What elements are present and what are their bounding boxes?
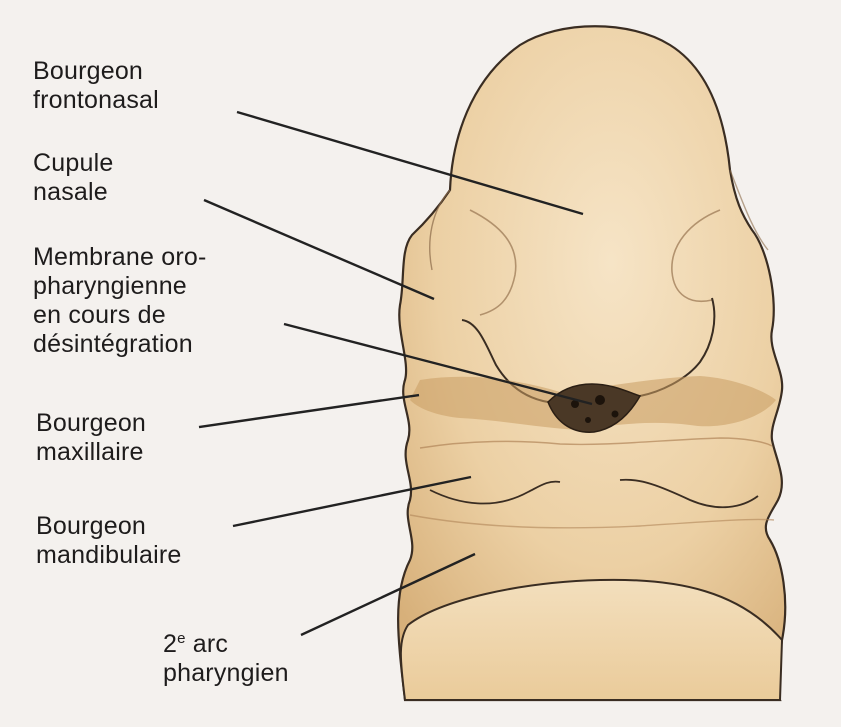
membrane-perforation: [612, 411, 619, 418]
leader-line-maxillary: [199, 395, 419, 427]
leader-line-nasal-pit: [204, 200, 434, 299]
label-mandibular-bud: Bourgeon mandibulaire: [36, 512, 182, 570]
label-oropharyngeal-membrane: Membrane oro- pharyngienne en cours de d…: [33, 243, 207, 359]
label-frontonasal-bud: Bourgeon frontonasal: [33, 57, 159, 115]
label-second-pharyngeal-arch: 2e arc pharyngien: [163, 630, 289, 688]
label-nasal-pit: Cupule nasale: [33, 149, 113, 207]
membrane-perforation: [585, 417, 591, 423]
label-maxillary-bud: Bourgeon maxillaire: [36, 409, 146, 467]
membrane-perforation: [595, 395, 605, 405]
